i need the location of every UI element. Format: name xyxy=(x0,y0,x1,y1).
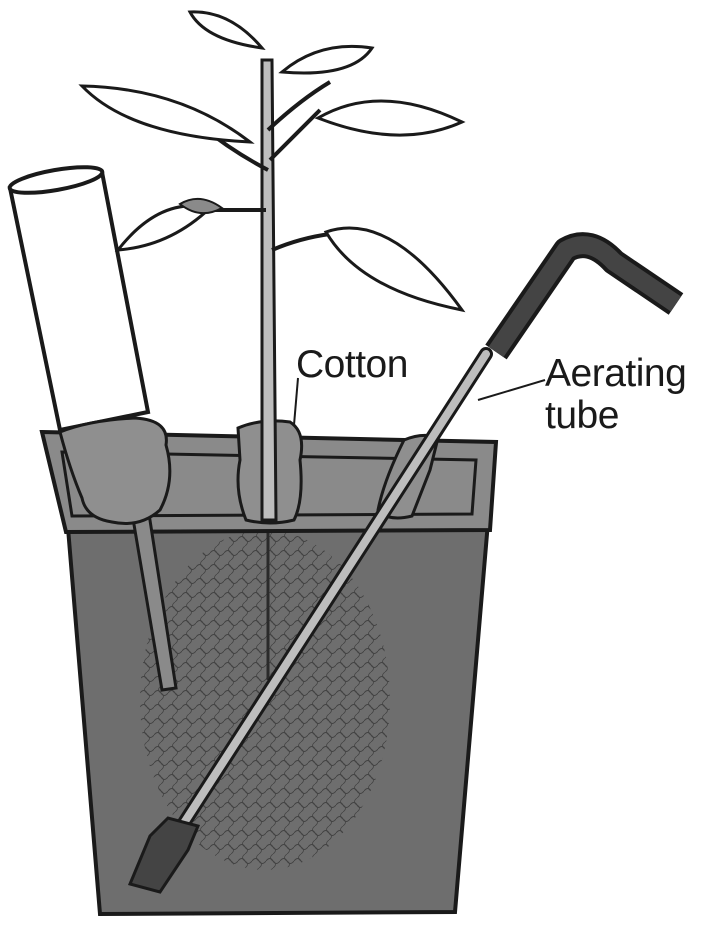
leaf-right-lower xyxy=(326,228,462,310)
aerating-tube-label-line1: Aerating xyxy=(545,354,686,394)
aerating-tube-label-line2: tube xyxy=(545,396,619,436)
leaf-top-left xyxy=(190,12,262,48)
leaf-top-right xyxy=(282,46,372,73)
aerating-leader-line xyxy=(478,380,545,400)
cotton-label: Cotton xyxy=(296,345,408,385)
leaf-left-upper xyxy=(82,86,250,142)
leaf-right-upper xyxy=(318,101,462,135)
feeding-tube-body xyxy=(10,172,148,430)
